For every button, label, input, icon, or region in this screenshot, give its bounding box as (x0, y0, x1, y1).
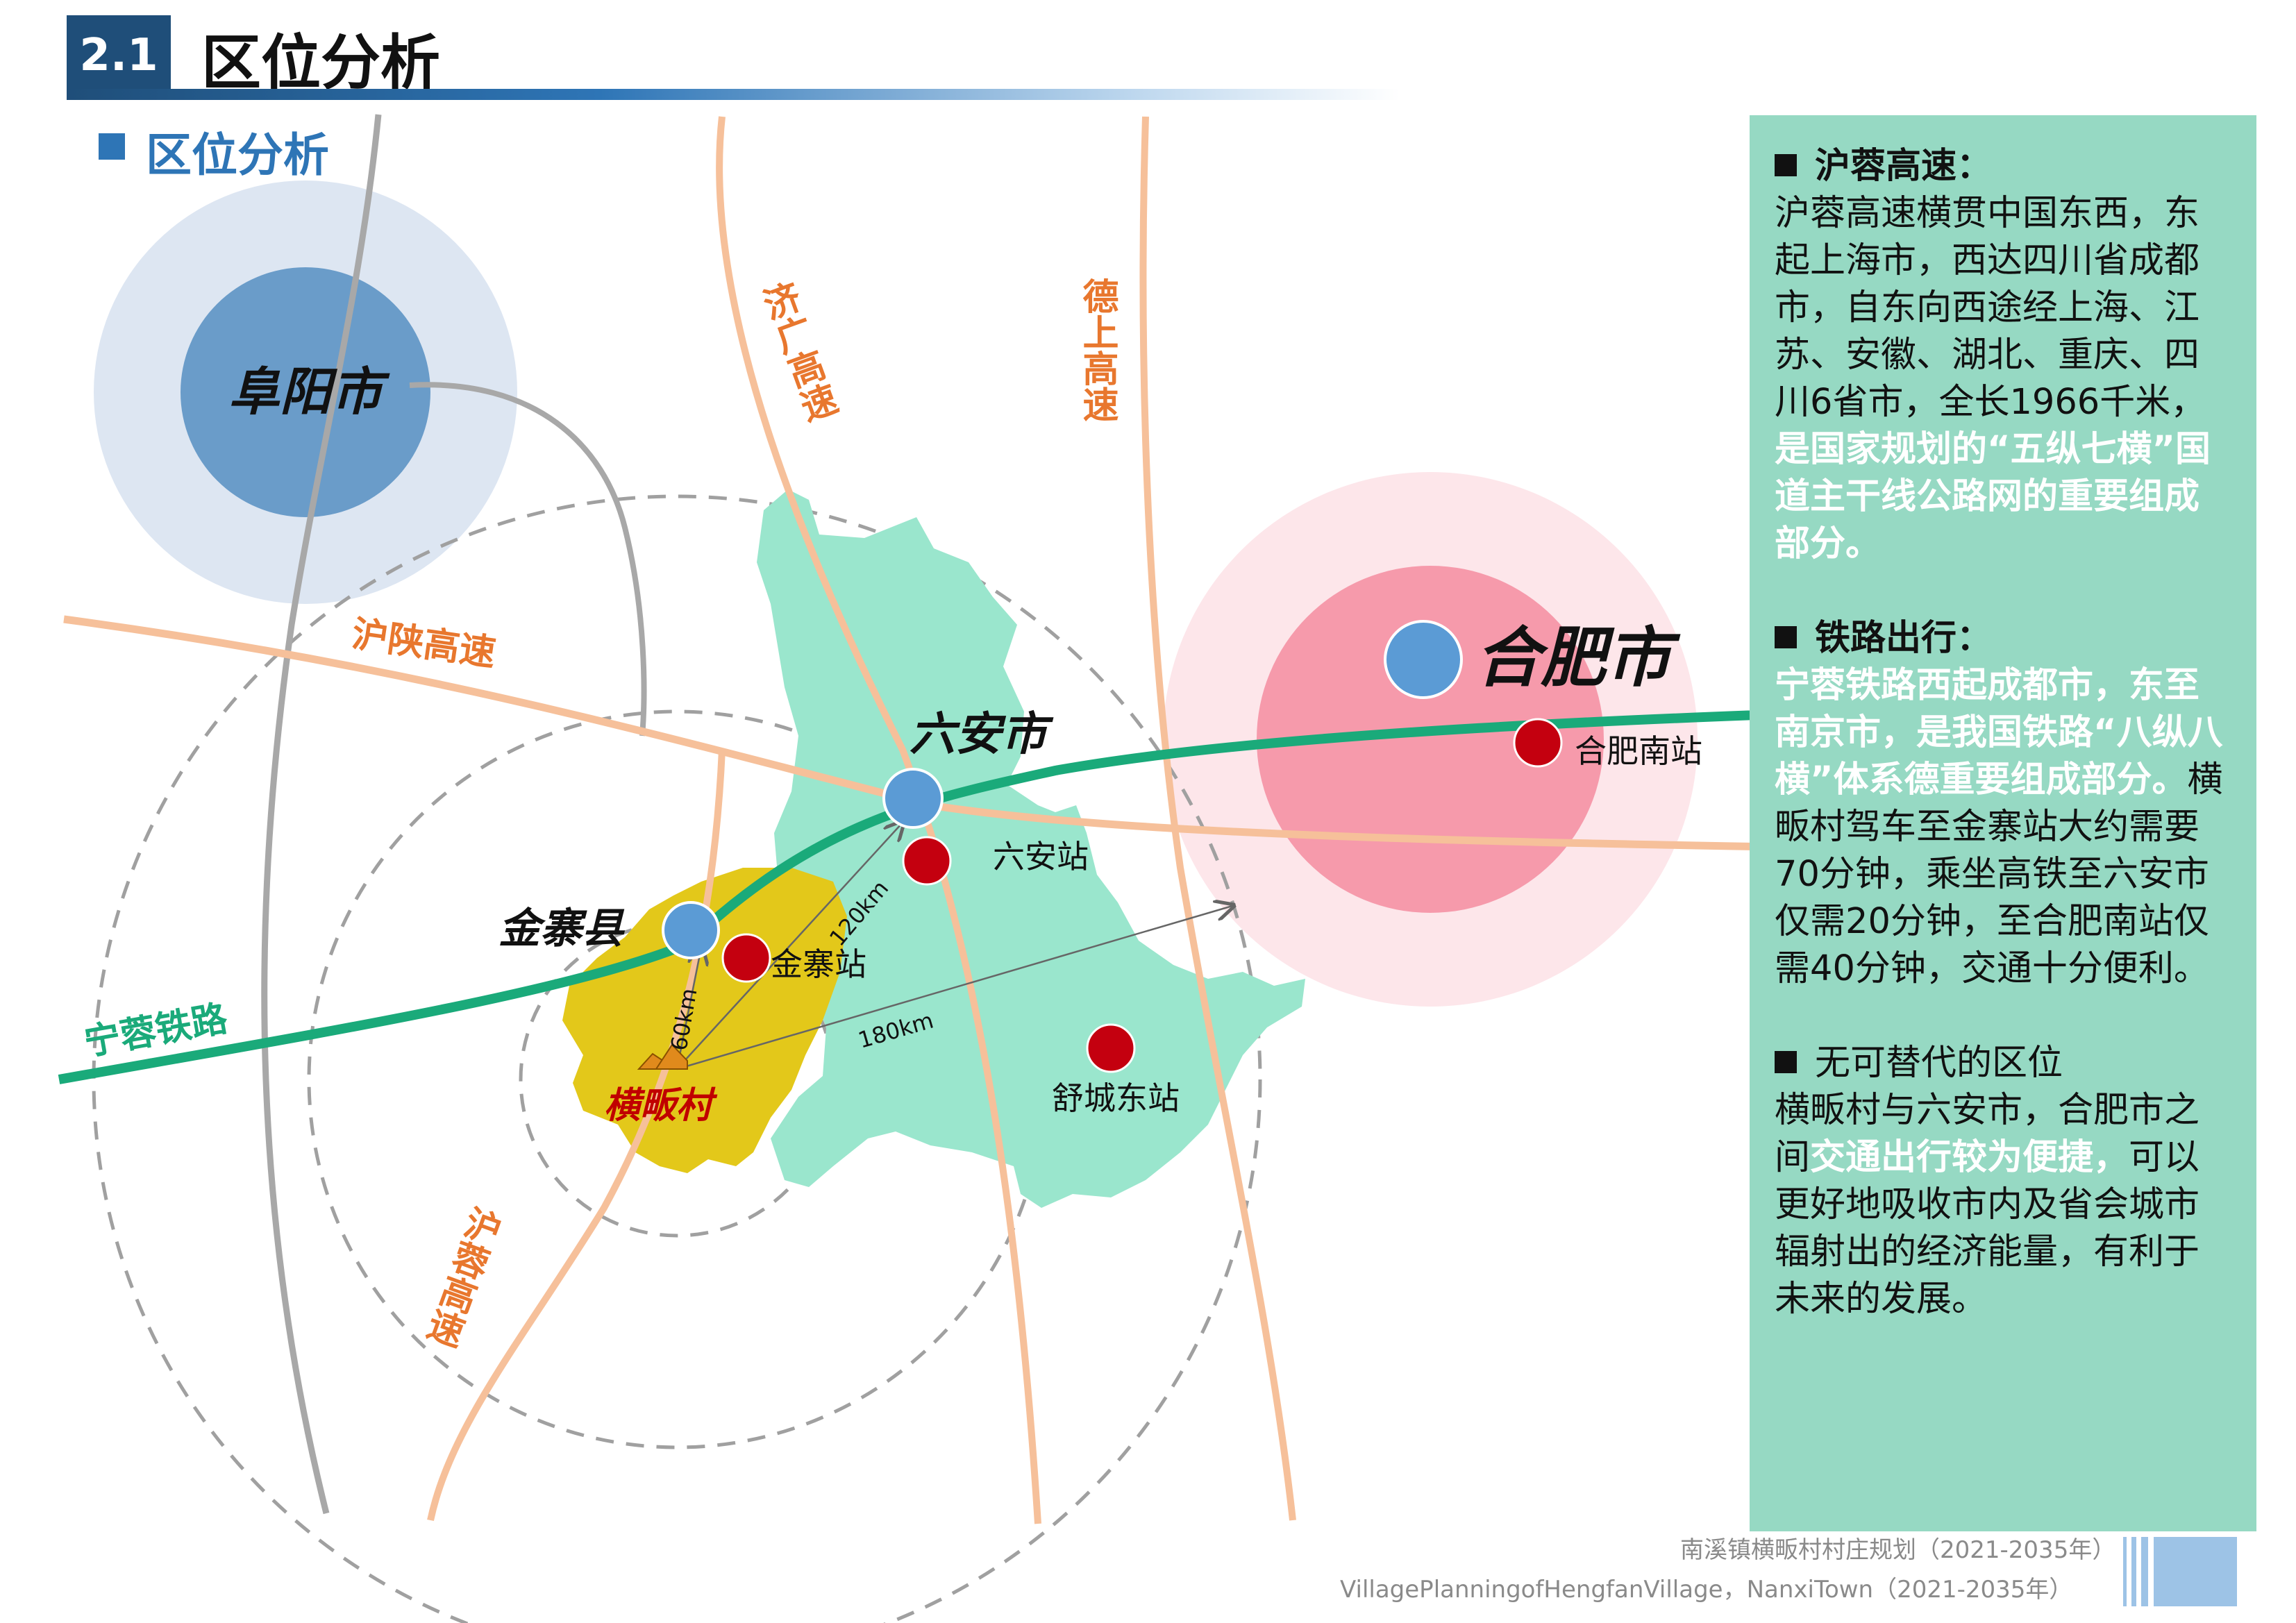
info-section-railway: 铁路出行： 宁蓉铁路西起成都市，东至南京市，是我国铁路“八纵八横”体系德重要组成… (1775, 615, 2233, 993)
info-section-heading: 无可替代的区位 (1775, 1040, 2233, 1087)
footer-deco-bar (2141, 1537, 2148, 1606)
footer-title-en: VillagePlanningofHengfanVillage，NanxiTow… (1340, 1576, 2073, 1604)
ningrong-railway (58, 710, 1750, 1084)
info-section-text: 沪蓉高速横贯中国东西，东起上海市，西达四川省成都市，自东向西途经上海、江苏、安徽… (1775, 193, 2206, 423)
info-section-highlight: 是国家规划的“五纵七横”国道主干线公路网的重要组成部分。 (1775, 429, 2211, 564)
info-section-heading: 铁路出行： (1775, 615, 2233, 662)
square-bullet-icon (1775, 154, 1797, 176)
info-section-highlight: 宁蓉铁路西起成都市，东至南京市，是我国铁路“八纵八横”体系德重要组成部分。 (1775, 665, 2223, 800)
shucheng-east-station-marker (1086, 1023, 1136, 1073)
header-underline (67, 89, 1400, 100)
hushan-highway (63, 615, 1750, 850)
info-section-highlight: 交通出行较为便捷， (1810, 1137, 2129, 1178)
hushan-highway-label: 沪陕高速 (349, 613, 498, 674)
hefei-south-station-marker (1513, 718, 1563, 768)
fuyang-label: 阜阳市 (228, 362, 390, 422)
hurong-highway-label: 沪蓉高速 (417, 1201, 507, 1352)
jiguang-highway (716, 116, 1041, 1524)
info-section-location: 无可替代的区位 横畈村与六安市，合肥市之间交通出行较为便捷，可以更好地吸收市内及… (1775, 1040, 2233, 1323)
luan-city-marker (882, 768, 944, 829)
footer-deco-block (2154, 1537, 2237, 1606)
footer-deco-bar (2123, 1537, 2127, 1606)
info-section-text: 横畈村驾车至金寨站大约需要70分钟，乘坐高铁至六安市仅需20分钟，至合肥南站仅需… (1775, 759, 2223, 989)
subtitle-bullet-icon (99, 133, 125, 160)
info-section-highway: 沪蓉高速： 沪蓉高速横贯中国东西，东起上海市，西达四川省成都市，自东向西途经上海… (1775, 143, 2233, 568)
fuyang-road-loop (409, 382, 647, 737)
info-section-heading: 沪蓉高速： (1775, 143, 2233, 190)
footer-deco-bar (2131, 1537, 2136, 1606)
radius-ring-180 (92, 494, 1262, 1623)
jinzhai-station-marker (721, 933, 771, 983)
jinzhai-city-marker (662, 901, 720, 959)
distance-line-120 (676, 823, 903, 1070)
square-bullet-icon (1775, 1051, 1797, 1073)
deshang-highway (1139, 116, 1296, 1521)
fuyang-core (181, 267, 430, 517)
luan-station-label: 六安站 (993, 838, 1089, 875)
jinzhai-region (562, 868, 847, 1173)
jinzhai-label: 金寨县 (498, 905, 626, 953)
info-panel: 沪蓉高速： 沪蓉高速横贯中国东西，东起上海市，西达四川省成都市，自东向西途经上海… (1750, 115, 2256, 1531)
jiguang-highway-label: 济广高速 (753, 277, 842, 428)
luan-label: 六安市 (910, 707, 1054, 761)
deshang-highway-label: 德上高速 (1076, 278, 1118, 422)
hefei-core (1257, 566, 1604, 913)
hefei-south-station-label: 合肥南站 (1575, 732, 1702, 770)
hefei-city-marker (1384, 620, 1463, 699)
section-number: 2.1 (67, 15, 171, 96)
page-title: 区位分析 (201, 28, 440, 98)
square-bullet-icon (1775, 626, 1797, 648)
jinzhai-station-label: 金寨站 (771, 945, 866, 983)
hurong-highway (427, 749, 726, 1522)
hefei-label: 合肥市 (1475, 621, 1681, 696)
distance-line-60 (676, 948, 701, 1070)
distance-line-180 (676, 906, 1232, 1070)
village-label: 横畈村 (604, 1085, 718, 1127)
info-section-text: 横畈村与六安市，合肥市之间 (1775, 1090, 2200, 1178)
luan-region (757, 489, 1305, 1208)
info-section-text: 可以更好地吸收市内及省会城市辐射出的经济能量，有利于未来的发展。 (1775, 1137, 2200, 1320)
section-subtitle: 区位分析 (146, 128, 329, 182)
shucheng-east-station-label: 舒城东站 (1052, 1079, 1180, 1117)
footer-title-cn: 南溪镇横畈村村庄规划（2021-2035年） (1680, 1536, 2116, 1564)
fuyang-road-vertical (261, 114, 382, 1515)
village-house-icon (637, 1043, 688, 1070)
location-map: 阜阳市 合肥市 六安市 金寨县 横畈村 合肥南站 六安站 金寨站 舒城东站 济广… (58, 114, 1750, 1623)
luan-station-marker (902, 836, 952, 886)
